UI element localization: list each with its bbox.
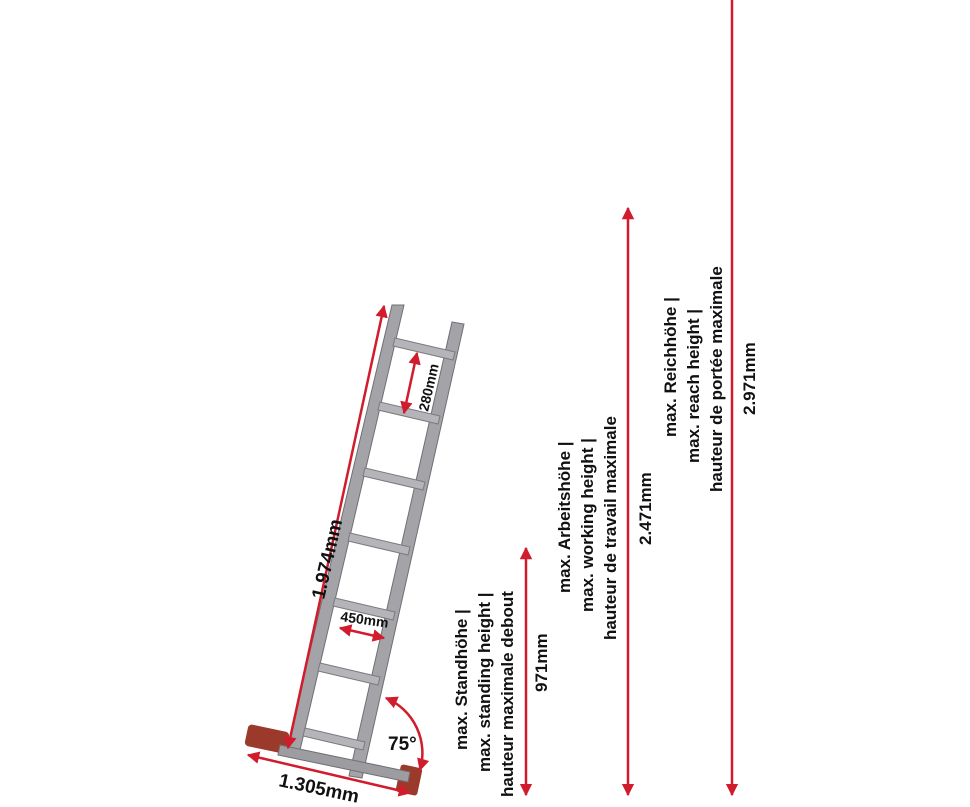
reach-height-label-de: max. Reichhöhe | <box>661 297 680 437</box>
reach-height-label: max. Reichhöhe | max. reach height | hau… <box>661 266 759 492</box>
working-height-label-fr: hauteur de travail maximale <box>601 416 620 640</box>
standing-height-value: 971mm <box>532 633 551 692</box>
working-height-label-en: max. working height | <box>578 438 597 612</box>
working-height-label-de: max. Arbeitshöhe | <box>555 442 574 594</box>
ladder-width-label: 450mm <box>340 608 390 631</box>
standing-height-label-fr: hauteur maximale debout <box>498 591 517 797</box>
reach-height-label-en: max. reach height | <box>684 309 703 463</box>
reach-height-value: 2.971mm <box>740 342 759 415</box>
working-height-label: max. Arbeitshöhe | max. working height |… <box>555 416 655 640</box>
standing-height-label: max. Standhöhe | max. standing height | … <box>452 591 551 797</box>
ladder-length-arrow <box>284 304 388 750</box>
ladder-width-arrow <box>338 624 386 642</box>
angle-arc <box>384 696 430 772</box>
rung-spacing-arrow <box>400 351 421 415</box>
left-foot <box>244 724 290 754</box>
standing-height-label-en: max. standing height | <box>475 593 494 773</box>
rung <box>302 727 366 751</box>
rung <box>317 662 381 686</box>
base-width-arrow <box>246 751 412 797</box>
working-height-value: 2.471mm <box>636 472 655 545</box>
rung <box>347 532 411 556</box>
angle-label: 75° <box>388 734 417 755</box>
rung <box>362 467 426 491</box>
rung <box>392 337 456 361</box>
base-width-label: 1.305mm <box>277 770 361 807</box>
reach-height-label-fr: hauteur de portée maximale <box>707 266 726 492</box>
standing-height-label-de: max. Standhöhe | <box>452 609 471 750</box>
